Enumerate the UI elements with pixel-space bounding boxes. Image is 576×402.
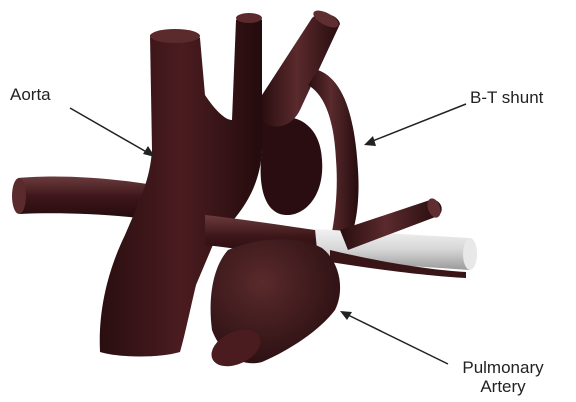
aorta-pointer-arrow (70, 108, 155, 157)
pulmonary-artery-vessel (206, 239, 340, 373)
pulmonary-artery-label-line2: Artery (448, 377, 558, 396)
pulmonary-artery-label-line1: Pulmonary (448, 358, 558, 377)
bt-shunt-pointer-arrow (364, 104, 466, 146)
aorta-label: Aorta (10, 85, 51, 105)
pulmonary-pointer-arrow (340, 311, 448, 364)
pulmonary-artery-label: Pulmonary Artery (448, 358, 558, 396)
bt-shunt-label: B-T shunt (470, 88, 543, 108)
